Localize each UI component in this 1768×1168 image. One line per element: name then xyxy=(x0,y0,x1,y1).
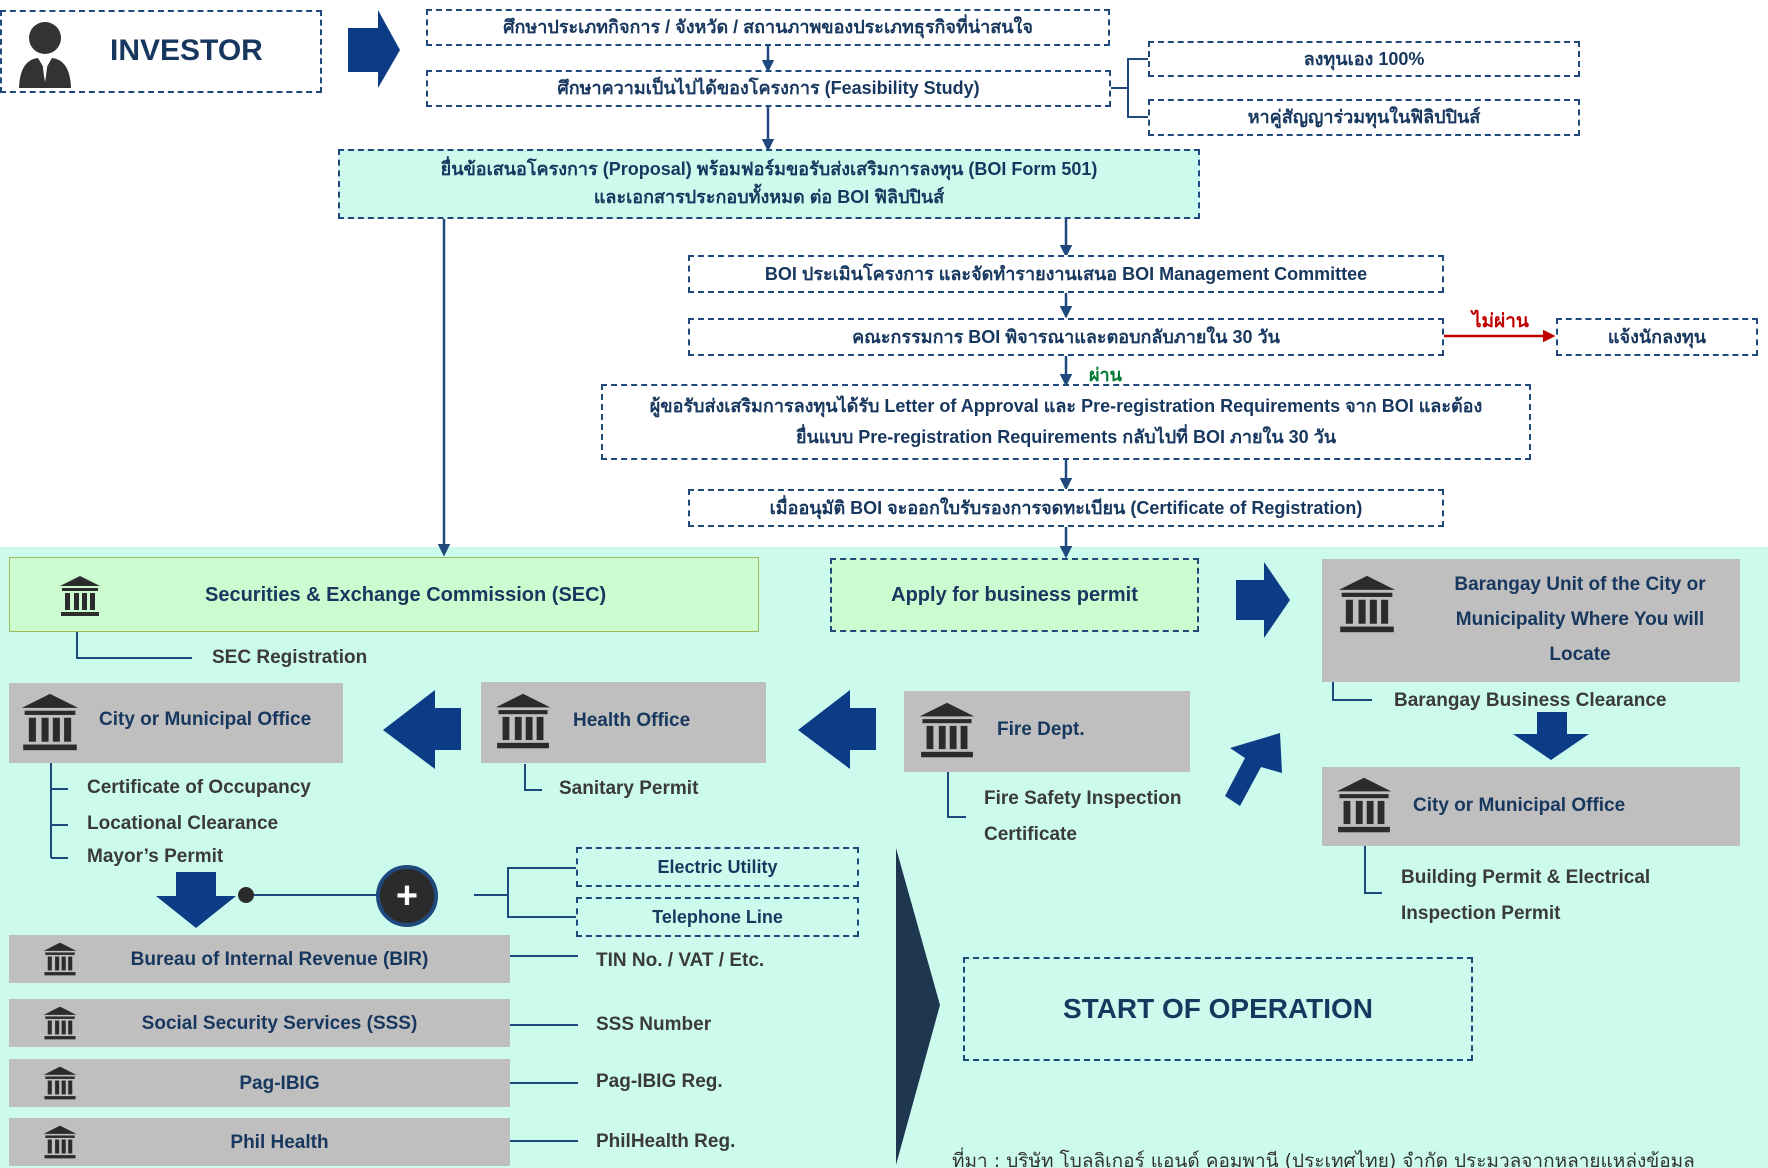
certificate-box: เมื่ออนุมัติ BOI จะออกใบรับรองการจดทะเบี… xyxy=(688,489,1444,527)
health-office-title: Health Office xyxy=(573,710,691,731)
feasibility-box: ศึกษาความเป็นไปได้ของโครงการ (Feasibilit… xyxy=(426,70,1111,107)
sec-title: Securities & Exchange Commission (SEC) xyxy=(205,584,607,606)
boi-committee-text: คณะกรรมการ BOI พิจารณาและตอบกลับภายใน 30… xyxy=(852,326,1280,347)
fire-dept-title: Fire Dept. xyxy=(997,719,1085,740)
building-permit-line1: Building Permit & Electrical xyxy=(1401,867,1651,888)
agency-row: Pag-IBIG xyxy=(9,1059,510,1107)
fire-safety-line1: Fire Safety Inspection xyxy=(984,788,1182,809)
arrow-icon xyxy=(1225,733,1282,806)
locational-clearance: Locational Clearance xyxy=(87,813,279,834)
barangay-line2: Municipality Where You will xyxy=(1455,609,1705,630)
pass-label: ผ่าน xyxy=(1089,365,1122,385)
health-office-box: Health Office xyxy=(481,682,766,763)
plus-icon: + xyxy=(376,865,438,927)
boi-evaluate-text: BOI ประเมินโครงการ และจัดทำรายงานเสนอ BO… xyxy=(764,263,1368,284)
sec-box: Securities & Exchange Commission (SEC) xyxy=(9,557,759,632)
source-note: ที่มา : บริษัท โบลลิเกอร์ แอนด์ คอมพานี … xyxy=(952,1146,1768,1168)
find-partner-box: หาคู่สัญญาร่วมทุนในฟิลิปปินส์ xyxy=(1148,99,1580,136)
telephone-line-box: Telephone Line xyxy=(576,897,859,937)
electric-utility-text: Electric Utility xyxy=(657,856,778,877)
boi-committee-box: คณะกรรมการ BOI พิจารณาและตอบกลับภายใน 30… xyxy=(688,318,1444,356)
fire-safety-line2: Certificate xyxy=(984,824,1077,845)
building-permit-line2: Inspection Permit xyxy=(1401,903,1561,924)
start-of-operation-text: START OF OPERATION xyxy=(1062,993,1374,1024)
barangay-line1: Barangay Unit of the City or xyxy=(1454,574,1706,595)
invest-self-text: ลงทุนเอง 100% xyxy=(1303,48,1425,69)
barangay-title: Barangay Unit of the City or Municipalit… xyxy=(1422,567,1738,672)
apply-permit-title: Apply for business permit xyxy=(891,583,1138,606)
sec-registration: SEC Registration xyxy=(212,647,368,668)
arrow-icon xyxy=(1236,562,1290,638)
apply-permit-box: Apply for business permit xyxy=(830,558,1199,632)
city-office-right-title: City or Municipal Office xyxy=(1413,795,1626,816)
building-permit: Building Permit & Electrical Inspection … xyxy=(1401,860,1650,932)
investor-label: INVESTOR xyxy=(110,34,263,67)
agency-name: Bureau of Internal Revenue (BIR) xyxy=(130,949,429,970)
separator-triangle xyxy=(896,848,940,1165)
city-office-right-box: City or Municipal Office xyxy=(1322,767,1740,846)
arrow-icon xyxy=(798,690,876,769)
fail-label: ไม่ผ่าน xyxy=(1472,311,1529,332)
approval-box: ผู้ขอรับส่งเสริมการลงทุนได้รับ Letter of… xyxy=(601,384,1531,460)
arrow-icon xyxy=(383,690,461,769)
agency-registration: TIN No. / VAT / Etc. xyxy=(596,950,765,971)
investor-person-icon xyxy=(16,16,74,88)
proposal-line2: และเอกสารประกอบทั้งหมด ต่อ BOI ฟิลิปปินส… xyxy=(593,187,945,207)
arrow-icon xyxy=(348,10,400,88)
proposal-line1: ยื่นข้อเสนอโครงการ (Proposal) พร้อมฟอร์ม… xyxy=(440,159,1098,180)
boi-evaluate-box: BOI ประเมินโครงการ และจัดทำรายงานเสนอ BO… xyxy=(688,255,1444,293)
certificate-of-occupancy: Certificate of Occupancy xyxy=(87,777,311,798)
notify-investor-box: แจ้งนักลงทุน xyxy=(1556,318,1758,356)
approval-line2: ยื่นแบบ Pre-registration Requirements กล… xyxy=(795,427,1337,447)
invest-self-box: ลงทุนเอง 100% xyxy=(1148,41,1580,77)
study-type-box: ศึกษาประเภทกิจการ / จังหวัด / สถานภาพของ… xyxy=(426,9,1110,46)
barangay-box: Barangay Unit of the City or Municipalit… xyxy=(1322,559,1740,682)
investor-box: INVESTOR xyxy=(0,10,322,93)
proposal-box: ยื่นข้อเสนอโครงการ (Proposal) พร้อมฟอร์ม… xyxy=(338,149,1200,219)
agency-name: Pag-IBIG xyxy=(239,1073,320,1094)
agency-name: Phil Health xyxy=(230,1132,329,1153)
mayors-permit: Mayor’s Permit xyxy=(87,846,224,867)
agency-row: Bureau of Internal Revenue (BIR) xyxy=(9,935,510,983)
arrow-icon xyxy=(156,872,236,928)
sanitary-permit: Sanitary Permit xyxy=(559,778,699,799)
certificate-text: เมื่ออนุมัติ BOI จะออกใบรับรองการจดทะเบี… xyxy=(769,497,1363,518)
notify-investor-text: แจ้งนักลงทุน xyxy=(1607,326,1707,347)
electric-utility-box: Electric Utility xyxy=(576,847,859,887)
city-office-left-title: City or Municipal Office xyxy=(99,709,312,730)
start-of-operation-box: START OF OPERATION xyxy=(963,957,1473,1061)
find-partner-text: หาคู่สัญญาร่วมทุนในฟิลิปปินส์ xyxy=(1247,107,1481,128)
feasibility-text: ศึกษาความเป็นไปได้ของโครงการ (Feasibilit… xyxy=(557,78,980,99)
arrow-icon xyxy=(1513,712,1589,760)
agency-registration: SSS Number xyxy=(596,1014,712,1035)
approval-line1: ผู้ขอรับส่งเสริมการลงทุนได้รับ Letter of… xyxy=(649,395,1483,416)
plus-symbol: + xyxy=(395,875,419,917)
agency-row: Phil Health xyxy=(9,1118,510,1166)
source-text: ที่มา : บริษัท โบลลิเกอร์ แอนด์ คอมพานี … xyxy=(952,1150,1695,1168)
barangay-clearance: Barangay Business Clearance xyxy=(1394,690,1667,711)
study-type-text: ศึกษาประเภทกิจการ / จังหวัด / สถานภาพของ… xyxy=(503,17,1033,38)
city-office-left-box: City or Municipal Office xyxy=(9,683,343,763)
telephone-line-text: Telephone Line xyxy=(652,906,783,927)
agency-row: Social Security Services (SSS) xyxy=(9,999,510,1047)
agency-registration: PhilHealth Reg. xyxy=(596,1131,736,1152)
fire-safety-certificate: Fire Safety Inspection Certificate xyxy=(984,781,1181,853)
barangay-line3: Locate xyxy=(1549,644,1611,665)
fire-dept-box: Fire Dept. xyxy=(904,691,1190,772)
agency-name: Social Security Services (SSS) xyxy=(141,1013,418,1034)
agency-registration: Pag-IBIG Reg. xyxy=(596,1071,723,1092)
